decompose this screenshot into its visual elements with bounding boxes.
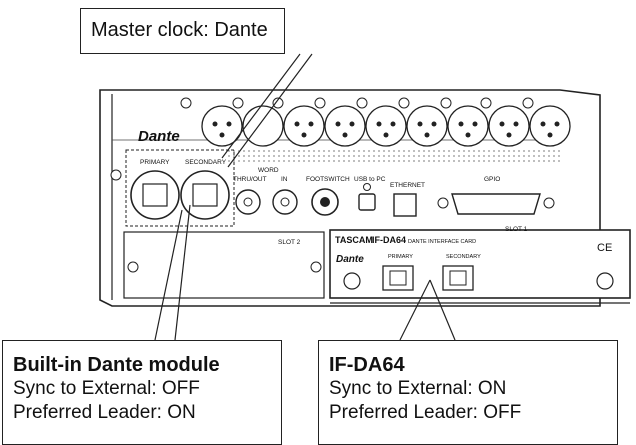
xlr-connector (284, 106, 324, 146)
builtin-title: Built-in Dante module (13, 353, 281, 377)
footswitch-jack-inner-icon (320, 197, 330, 207)
master-clock-callout: Master clock: Dante (80, 8, 285, 54)
screw-icon (344, 273, 360, 289)
slot1-label: SLOT 1 (505, 226, 528, 233)
xlr-connector (366, 106, 406, 146)
ifda64-leader: Preferred Leader: OFF (329, 401, 617, 425)
usb-port[interactable] (359, 194, 375, 210)
screw-icon (544, 198, 554, 208)
dante-logo: Dante (138, 128, 180, 145)
footswitch-label: FOOTSWITCH (306, 176, 350, 183)
xlr-connector (530, 106, 570, 146)
xlr-connector (489, 106, 529, 146)
gpio-port[interactable] (452, 194, 540, 214)
xlr-connector (448, 106, 488, 146)
card-primary-jack (390, 271, 406, 285)
word-thru-out-pin-icon (244, 198, 252, 206)
ifda64-callout: IF-DA64 Sync to External: ON Preferred L… (318, 340, 618, 445)
master-clock-text: Master clock: Dante (91, 19, 268, 41)
xlr-connector (325, 106, 365, 146)
dante-secondary-jack (193, 184, 217, 206)
usb-label: USB to PC (354, 176, 386, 183)
screw-icon (128, 262, 138, 272)
ethernet-label: ETHERNET (390, 182, 425, 189)
card-dante-logo: Dante (336, 254, 364, 265)
screw-icon (364, 184, 371, 191)
screw-icon (111, 170, 121, 180)
word-label: WORD (258, 167, 279, 174)
xlr-connector (407, 106, 447, 146)
screw-icon (311, 262, 321, 272)
card-secondary-label: SECONDARY (446, 254, 481, 260)
xlr-connector (243, 106, 283, 146)
card-primary-label: PRIMARY (388, 254, 413, 260)
dante-primary-jack (143, 184, 167, 206)
screw-icon (597, 273, 613, 289)
thru-out-label: THRU/OUT (233, 176, 267, 183)
word-in-label: IN (281, 176, 288, 183)
card-subtitle: DANTE INTERFACE CARD (408, 239, 476, 245)
card-secondary-jack (450, 271, 466, 285)
ifda64-sync: Sync to External: ON (329, 377, 617, 401)
slot2-label: SLOT 2 (278, 239, 301, 246)
card-model: IF-DA64 (372, 235, 406, 245)
builtin-leader: Preferred Leader: ON (13, 401, 281, 425)
dante-primary-label: PRIMARY (140, 159, 170, 166)
ce-mark: CE (597, 242, 612, 254)
dante-secondary-label: SECONDARY (185, 159, 227, 166)
builtin-sync: Sync to External: OFF (13, 377, 281, 401)
gpio-label: GPIO (484, 176, 500, 183)
builtin-dante-callout: Built-in Dante module Sync to External: … (2, 340, 282, 445)
card-brand: TASCAM (335, 235, 373, 245)
ifda64-title: IF-DA64 (329, 353, 617, 377)
screw-icon (438, 198, 448, 208)
ethernet-port[interactable] (394, 194, 416, 216)
word-in-pin-icon (281, 198, 289, 206)
